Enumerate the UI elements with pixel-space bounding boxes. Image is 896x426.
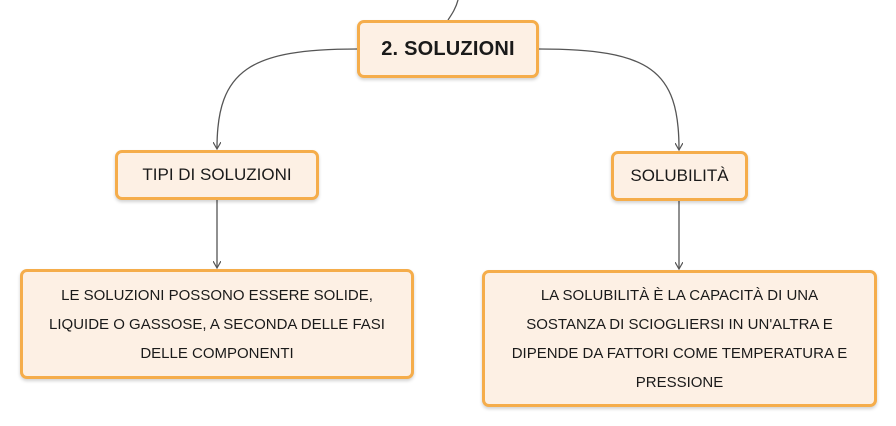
root-node[interactable]: 2. SOLUZIONI — [357, 20, 539, 78]
connector-root-to-solubilita — [538, 48, 679, 149]
root-node-label: 2. SOLUZIONI — [381, 37, 515, 60]
node-tipi-detail-text: LE SOLUZIONI POSSONO ESSERE SOLIDE, LIQU… — [49, 286, 385, 362]
node-solubilita-detail[interactable]: LA SOLUBILITÀ È LA CAPACITÀ DI UNA SOSTA… — [482, 270, 877, 407]
node-solubilita-detail-text: LA SOLUBILITÀ È LA CAPACITÀ DI UNA SOSTA… — [511, 286, 848, 391]
node-solubilita[interactable]: SOLUBILITÀ — [611, 151, 748, 201]
connector-incoming — [447, 0, 459, 21]
node-tipi-di-soluzioni-label: TIPI DI SOLUZIONI — [142, 165, 292, 184]
node-solubilita-label: SOLUBILITÀ — [630, 166, 729, 185]
connector-root-to-tipi — [217, 48, 358, 148]
node-tipi-di-soluzioni[interactable]: TIPI DI SOLUZIONI — [115, 150, 319, 200]
node-tipi-detail[interactable]: LE SOLUZIONI POSSONO ESSERE SOLIDE, LIQU… — [20, 269, 414, 379]
